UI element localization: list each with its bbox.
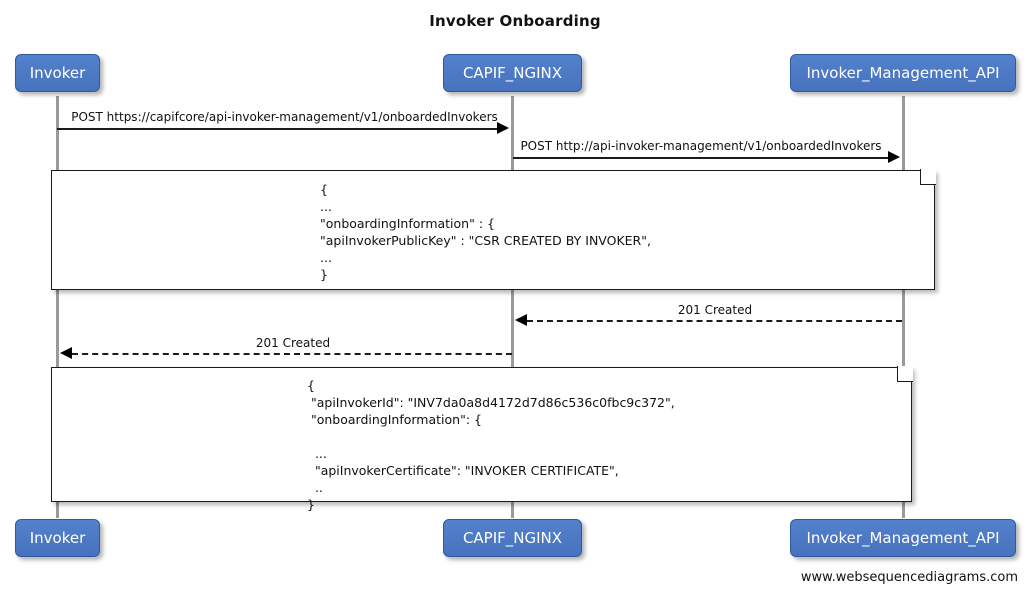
lifeline-invoker bbox=[56, 96, 59, 518]
participant-label: Invoker_Management_API bbox=[806, 529, 1000, 547]
participant-label: CAPIF_NGINX bbox=[462, 529, 563, 547]
note-text: { ... "onboardingInformation" : { "apiIn… bbox=[320, 182, 651, 282]
note-fold-edge-icon bbox=[920, 169, 936, 185]
page-title: Invoker Onboarding bbox=[429, 12, 601, 30]
message-line-msg3 bbox=[527, 320, 902, 322]
participant-capif-nginx-bottom[interactable]: CAPIF_NGINX bbox=[443, 519, 582, 557]
message-label-msg3: 201 Created bbox=[677, 303, 753, 317]
lifeline-invoker-management-api bbox=[902, 96, 905, 518]
participant-label: Invoker bbox=[29, 529, 86, 547]
participant-invoker-management-api-bottom[interactable]: Invoker_Management_API bbox=[790, 519, 1016, 557]
participant-invoker-management-api-top[interactable]: Invoker_Management_API bbox=[790, 54, 1016, 92]
arrowhead-left-msg3 bbox=[515, 314, 527, 326]
note-onboarding-request: { ... "onboardingInformation" : { "apiIn… bbox=[51, 169, 936, 290]
note-fold-edge-icon bbox=[897, 366, 913, 382]
participant-label: Invoker bbox=[29, 64, 86, 82]
arrowhead-right-msg2 bbox=[888, 151, 900, 163]
participant-invoker-bottom[interactable]: Invoker bbox=[15, 519, 100, 557]
message-line-msg2 bbox=[513, 157, 888, 159]
message-label-msg1: POST https://capifcore/api-invoker-manag… bbox=[71, 110, 498, 124]
participant-capif-nginx-top[interactable]: CAPIF_NGINX bbox=[443, 54, 582, 92]
message-line-msg1 bbox=[57, 128, 497, 130]
lifeline-capif-nginx bbox=[511, 96, 514, 518]
arrowhead-right-msg1 bbox=[497, 122, 509, 134]
participant-label: Invoker_Management_API bbox=[806, 64, 1000, 82]
message-label-msg2: POST http://api-invoker-management/v1/on… bbox=[520, 139, 882, 153]
note-onboarding-response: { "apiInvokerId": "INV7da0a8d4172d7d86c5… bbox=[51, 366, 913, 512]
message-line-msg4 bbox=[72, 353, 512, 355]
arrowhead-left-msg4 bbox=[60, 347, 72, 359]
message-label-msg4: 201 Created bbox=[255, 336, 331, 350]
note-text: { "apiInvokerId": "INV7da0a8d4172d7d86c5… bbox=[307, 378, 675, 512]
watermark-link: www.websequencediagrams.com bbox=[800, 570, 1018, 585]
participant-invoker-top[interactable]: Invoker bbox=[15, 54, 100, 92]
participant-label: CAPIF_NGINX bbox=[462, 64, 563, 82]
